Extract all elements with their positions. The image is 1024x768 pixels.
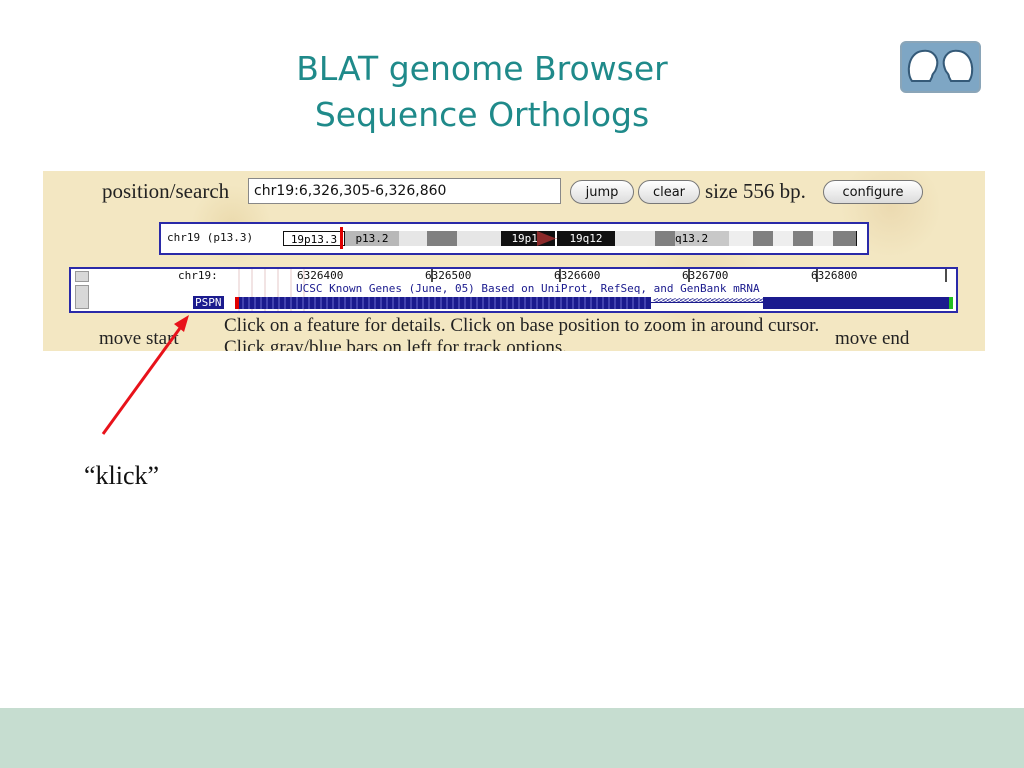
band-light [813, 231, 833, 246]
gene-label-pspn[interactable]: PSPN [193, 296, 224, 309]
ideogram-label: chr19 (p13.3) [167, 231, 254, 244]
tick-label: 6326400 [297, 269, 344, 282]
tick-label: 6326700 [682, 269, 729, 282]
band-gray [793, 231, 813, 246]
exon-hatching [242, 297, 646, 309]
band-light [773, 231, 793, 246]
slide-title: BLAT genome Browser Sequence Orthologs [0, 46, 964, 138]
band-19p13-3: 19p13.3 [283, 231, 345, 246]
band-light [729, 231, 753, 246]
chrom-label: chr19: [178, 269, 218, 282]
gene-start-marker [235, 297, 239, 309]
chromosome-ideogram[interactable]: chr19 (p13.3) 19p13.3 p13.2 19p12 19q12 … [159, 222, 869, 255]
band-q13-2: q13.2 [675, 231, 729, 246]
move-start-label: move start [99, 328, 179, 349]
band-light [457, 231, 501, 246]
gene-exon-block[interactable] [763, 297, 949, 309]
band-19q12: 19q12 [557, 231, 615, 246]
two-heads-logo-icon [900, 41, 981, 93]
band-gray [655, 231, 675, 246]
gene-end-marker [949, 297, 953, 309]
tick-label: 6326600 [554, 269, 601, 282]
genome-browser-screenshot: position/search chr19:6,326,305-6,326,86… [43, 171, 985, 351]
klick-annotation: “klick” [84, 461, 160, 490]
tick-label: 6326500 [425, 269, 472, 282]
track-title: UCSC Known Genes (June, 05) Based on Uni… [296, 282, 760, 295]
gene-exon-block[interactable] [239, 297, 651, 309]
band-gray [753, 231, 773, 246]
intron-strand-arrows: <<<<<<<<<<<<<<<<<<<<<<<<<<<<<< [653, 296, 787, 306]
position-marker [340, 227, 343, 249]
band-gray [427, 231, 457, 246]
gene-track-handle[interactable] [75, 285, 89, 309]
size-label: size 556 bp. [705, 179, 806, 203]
configure-button[interactable]: configure [823, 180, 923, 204]
jump-button[interactable]: jump [570, 180, 634, 204]
band-light [399, 231, 427, 246]
footer-band [0, 708, 1024, 768]
track-display[interactable]: chr19: 6326400 6326500 6326600 6326700 6… [69, 267, 958, 313]
position-search-input[interactable]: chr19:6,326,305-6,326,860 [248, 178, 561, 204]
ruler-track-handle[interactable] [75, 271, 89, 282]
clear-button[interactable]: clear [638, 180, 700, 204]
help-text: Click on a feature for details. Click on… [224, 315, 820, 351]
move-end-label: move end [835, 328, 910, 349]
tick-label: 6326800 [811, 269, 858, 282]
band-light [615, 231, 655, 246]
band-gray [833, 231, 857, 246]
gene-intron-line [651, 302, 763, 303]
title-line-2: Sequence Orthologs [314, 95, 650, 134]
position-search-label: position/search [102, 179, 230, 203]
title-line-1: BLAT genome Browser [296, 49, 668, 88]
band-p13-2: p13.2 [345, 231, 399, 246]
